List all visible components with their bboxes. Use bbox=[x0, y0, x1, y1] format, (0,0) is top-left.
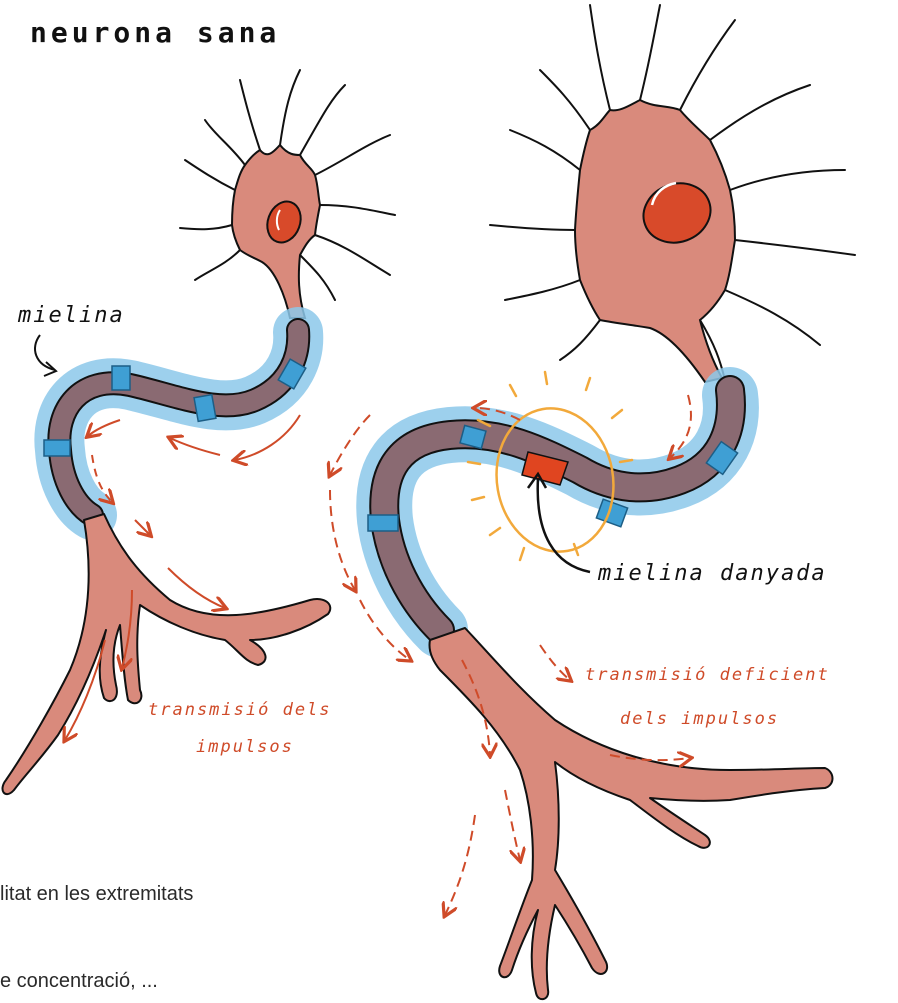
damaged-neuron bbox=[330, 5, 855, 999]
body-text-fragment-2: e concentració, ... bbox=[0, 970, 158, 992]
healthy-neuron bbox=[2, 70, 395, 794]
body-text-fragment-1: litat en les extremitats bbox=[0, 883, 193, 905]
deficient-label-line1: transmisió deficient bbox=[585, 665, 830, 685]
deficient-label-line2: dels impulsos bbox=[620, 709, 779, 729]
transmission-label-line1: transmisió dels bbox=[148, 700, 332, 720]
transmission-label-line2: impulsos bbox=[196, 737, 294, 757]
myelin-label-arrow bbox=[35, 335, 55, 370]
healthy-myelin-sheath bbox=[59, 332, 298, 515]
diagram-title: neurona sana bbox=[30, 16, 280, 49]
myelin-label: mielina bbox=[17, 303, 125, 328]
damaged-myelin-label: mielina danyada bbox=[597, 561, 827, 586]
